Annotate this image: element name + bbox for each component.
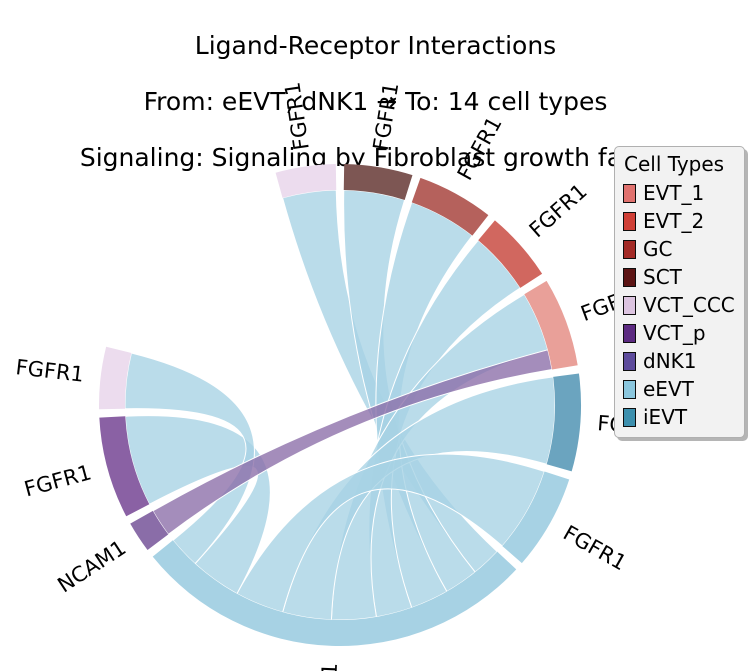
chord-arc-gc[interactable]: [411, 177, 489, 236]
legend-swatch-icon: [623, 407, 636, 427]
chord-ribbon[interactable]: [236, 453, 546, 613]
legend-item[interactable]: VCT_CCC: [623, 291, 738, 319]
legend-item-label: eEVT: [643, 377, 694, 401]
legend-item[interactable]: iEVT: [623, 403, 738, 431]
title-line-2: From: eEVT, dNK1 → To: 14 cell types: [143, 87, 608, 116]
arc-label: FGFR1: [14, 355, 85, 387]
legend-item[interactable]: SCT: [623, 263, 738, 291]
legend-swatch-icon: [623, 267, 636, 287]
arc-label: FGFR1: [559, 521, 630, 576]
legend-item-label: VCT_p: [643, 321, 706, 345]
ribbons-layer: [124, 189, 556, 621]
legend-item[interactable]: VCT_p: [623, 319, 738, 347]
legend-item[interactable]: dNK1: [623, 347, 738, 375]
arc-label: FGFR1: [22, 460, 94, 501]
legend-item-label: dNK1: [643, 349, 697, 373]
legend-swatch-icon: [623, 211, 636, 231]
legend-item[interactable]: EVT_1: [623, 179, 738, 207]
legend-swatch-icon: [623, 239, 636, 259]
page-title: Ligand-Receptor Interactions From: eEVT,…: [0, 4, 751, 200]
chord-ribbon[interactable]: [124, 352, 255, 565]
arc-label: FGFR1: [280, 80, 314, 151]
legend-swatch-icon: [623, 295, 636, 315]
legend-item-label: EVT_1: [643, 181, 705, 205]
chord-arc-eevt[interactable]: [502, 471, 570, 564]
chord-arc-ievt[interactable]: [546, 373, 581, 472]
legend-item-label: GC: [643, 237, 673, 261]
legend-item-label: iEVT: [643, 405, 688, 429]
arc-label: NCAM1: [53, 536, 130, 598]
legend-title: Cell Types: [624, 152, 725, 176]
legend-item-label: SCT: [643, 265, 682, 289]
legend-item-label: VCT_CCC: [643, 293, 735, 317]
arc-label: NCAM1: [315, 662, 342, 671]
chord-arc-dnk1[interactable]: [130, 510, 169, 551]
legend-swatch-icon: [623, 351, 636, 371]
chord-arc-evt_1[interactable]: [524, 280, 578, 370]
chord-arc-vct_ccc[interactable]: [99, 346, 132, 410]
legend-swatch-icon: [623, 183, 636, 203]
legend-item[interactable]: eEVT: [623, 375, 738, 403]
legend-swatch-icon: [623, 323, 636, 343]
legend-item-label: EVT_2: [643, 209, 705, 233]
legend-item[interactable]: EVT_2: [623, 207, 738, 235]
arc-label: FGFR1: [369, 81, 404, 152]
arc-label: FGFR1: [453, 113, 507, 185]
legend-swatch-icon: [623, 379, 636, 399]
title-line-1: Ligand-Receptor Interactions: [194, 31, 557, 60]
chord-arc-eevt[interactable]: [152, 540, 517, 646]
arc-label: FGFR1: [525, 179, 592, 242]
chord-arc-sct[interactable]: [343, 164, 413, 200]
chord-arc-evt_2[interactable]: [478, 220, 543, 288]
legend-item[interactable]: GC: [623, 235, 738, 263]
arcs-layer: [99, 164, 581, 646]
chord-arc-vct_ccc[interactable]: [275, 164, 337, 198]
chord-arc-vct_p[interactable]: [99, 416, 150, 517]
